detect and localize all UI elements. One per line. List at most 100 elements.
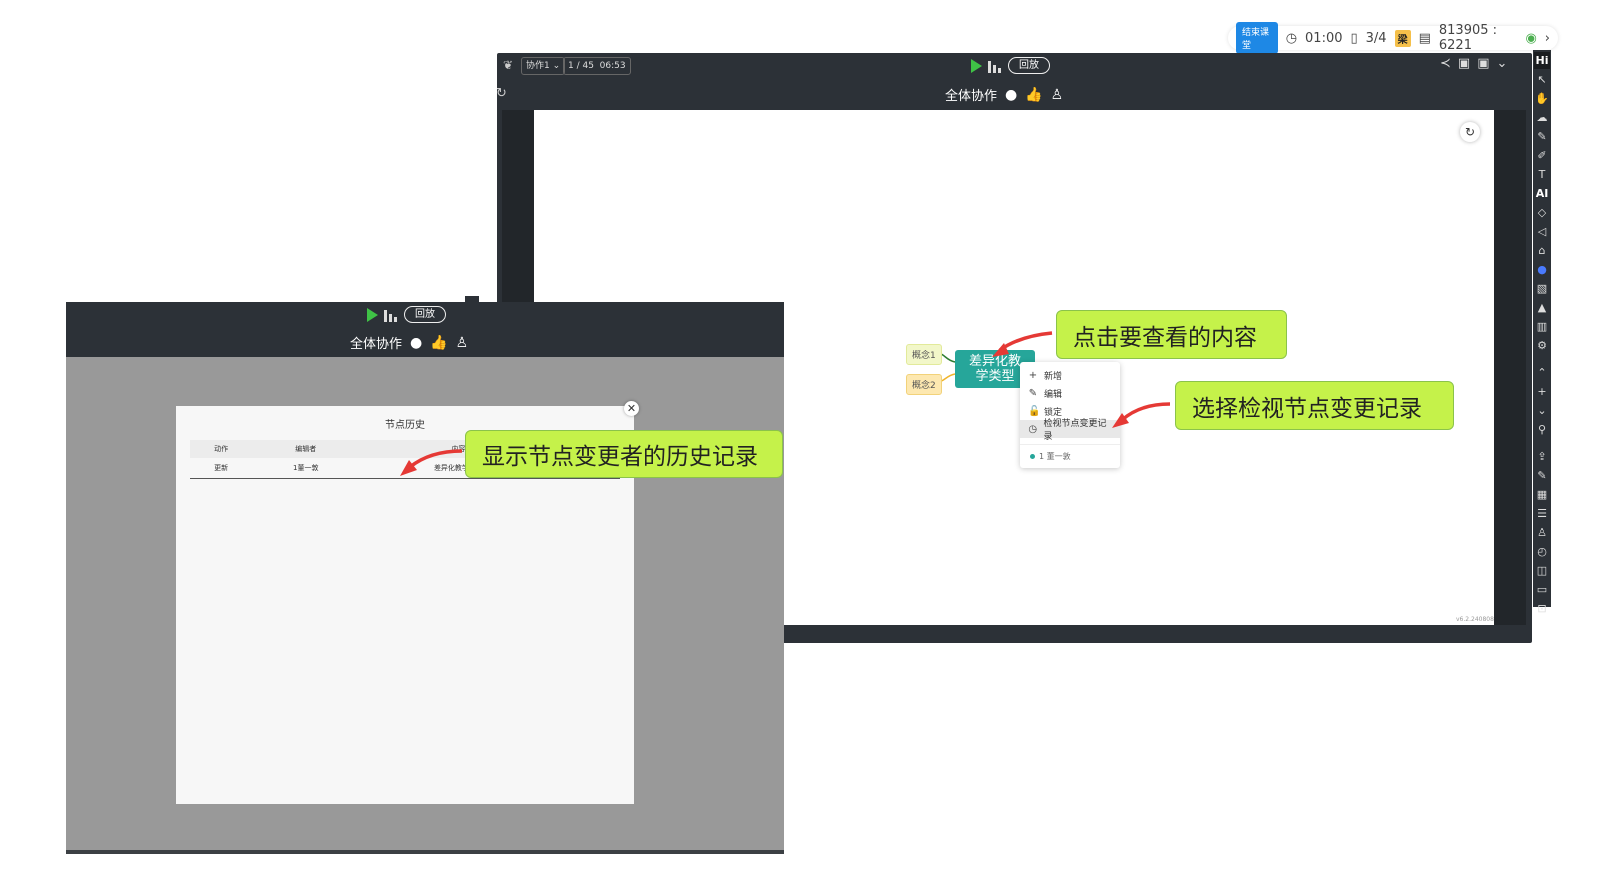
menu-item-view-history[interactable]: ◷检视节点变更记录 (1020, 419, 1120, 442)
class-code: 813905 : 6221 (1438, 23, 1498, 53)
image-icon[interactable]: ▧ (1536, 282, 1548, 295)
table-cell: 1董一敦 (252, 458, 360, 479)
brush-icon[interactable]: ✐ (1537, 149, 1547, 162)
callout-select-history: 选择检视节点变更记录 (1175, 381, 1454, 430)
menu-footer: 1 董一敦 (1020, 444, 1120, 464)
end-class-button[interactable]: 结束课堂 (1236, 22, 1278, 54)
export-icon[interactable]: ▣ (1457, 56, 1471, 71)
collab-dropdown[interactable]: 协作1 ⌄ (521, 57, 566, 75)
text-icon[interactable]: T (1538, 168, 1546, 181)
chevron-right-icon[interactable]: › (1544, 30, 1550, 46)
page-count: 3/4 (1365, 30, 1387, 46)
clock-icon: ◷ (1028, 423, 1038, 435)
collab-subbar: ↻ 全体协作 ● 👍 ♙ (496, 79, 1532, 109)
exit-icon[interactable]: ⊡ (1537, 602, 1547, 615)
logo-icon: ❦ (503, 58, 514, 72)
chart-icon[interactable]: ◫ (1536, 564, 1548, 577)
grade-badge: 梁 (1394, 29, 1411, 47)
arrow-head-icon (1112, 413, 1129, 428)
column-header: 动作 (190, 440, 253, 458)
node-context-menu: +新增 ✎编辑 🔓锁定 ◷检视节点变更记录 1 董一敦 (1020, 362, 1120, 468)
collapse-icon[interactable]: ⌄ (1496, 56, 1508, 71)
play-icon[interactable] (971, 58, 982, 73)
play-icon[interactable] (367, 307, 378, 322)
pointer-icon[interactable]: ↖ (1537, 73, 1547, 86)
dialog-title: 节点历史 (385, 420, 425, 431)
collab-title: 全体协作 (350, 337, 403, 352)
left-top-toolbar: 回放 (66, 302, 784, 324)
hand-icon[interactable]: ✋ (1535, 92, 1549, 105)
close-icon[interactable]: ✕ (624, 401, 639, 416)
user-icon[interactable]: ● (1005, 86, 1018, 103)
arrow-icon (408, 449, 463, 469)
arrow-icon (1120, 402, 1171, 422)
chevron-down-icon: ⌄ (552, 61, 561, 71)
canvas-refresh-icon[interactable]: ↻ (1460, 122, 1480, 142)
upload-icon[interactable]: ⇪ (1537, 450, 1547, 463)
bottom-edge (502, 625, 1526, 628)
lock-icon: 🔓 (1028, 405, 1041, 417)
page-icon: ▯ (1350, 30, 1358, 46)
screen-icon[interactable]: ▭ (1536, 583, 1548, 596)
side-toolbar: Hi ↖ ✋ ☁ ✎ ✐ T AI ◇ ◁ ⌂ ● ▧ ▲ ▥ ⚙ ⌃ + ⌄ … (1533, 50, 1551, 615)
stats-icon[interactable] (384, 308, 398, 322)
person-icon[interactable]: ♙ (1050, 86, 1064, 103)
window-notch (465, 296, 479, 302)
share-icon[interactable]: ≺ (1440, 56, 1451, 71)
mindmap-leaf-1[interactable]: 概念1 (906, 344, 942, 365)
left-collab-subbar: 全体协作 ● 👍 ♙ (66, 324, 784, 357)
color-wheel-icon[interactable]: ● (1537, 263, 1547, 276)
ai-button[interactable]: AI (1535, 187, 1549, 200)
version-label: v6.2.240808 (1456, 616, 1494, 623)
timer-icon[interactable]: ◴ (1537, 545, 1547, 558)
stamp-icon[interactable]: ⌂ (1538, 244, 1546, 257)
collab-title-group: 全体协作 ● 👍 ♙ (350, 333, 469, 353)
refresh-icon[interactable]: ↻ (496, 86, 507, 101)
mindmap-leaf-2[interactable]: 概念2 (906, 374, 942, 395)
menu-item-add[interactable]: +新增 (1028, 369, 1063, 382)
right-gutter (1494, 110, 1526, 625)
replay-button[interactable]: 回放 (1008, 57, 1050, 74)
status-bar: 结束课堂 ◷ 01:00 ▯ 3/4 梁 ▤ 813905 : 6221 ◉ › (1228, 22, 1558, 54)
code-icon: ▤ (1418, 30, 1431, 46)
list-icon[interactable]: ☰ (1537, 507, 1547, 520)
eraser-icon[interactable]: ◇ (1537, 206, 1547, 219)
tag-icon[interactable]: ✎ (1537, 469, 1547, 482)
person-icon[interactable]: ♙ (455, 334, 469, 351)
search-icon[interactable]: ⚲ (1537, 423, 1547, 436)
thumbs-up-icon[interactable]: 👍 (430, 334, 448, 351)
chevron-down-icon[interactable]: ⌄ (1537, 404, 1547, 417)
hi-button[interactable]: Hi (1534, 52, 1550, 69)
user-dot-icon (1030, 454, 1035, 459)
stats-icon[interactable] (988, 59, 1002, 73)
arrow-head-icon (992, 343, 1009, 357)
zoom-in-icon[interactable]: + (1537, 385, 1547, 398)
user-icon[interactable]: ● (410, 334, 423, 351)
arrow-icon (998, 331, 1053, 352)
collab-title: 全体协作 (945, 89, 998, 104)
signal-icon: ◉ (1525, 30, 1537, 46)
camera-icon[interactable]: ▲ (1537, 301, 1547, 314)
pencil-icon: ✎ (1028, 387, 1038, 399)
shape-icon[interactable]: ◁ (1537, 225, 1547, 238)
collab-title-group: 全体协作 ● 👍 ♙ (945, 85, 1064, 105)
pen-icon[interactable]: ✎ (1537, 130, 1547, 143)
column-header: 编辑者 (252, 440, 360, 458)
menu-item-edit[interactable]: ✎编辑 (1028, 387, 1063, 400)
cloud-icon[interactable]: ☁ (1536, 111, 1548, 124)
plus-icon: + (1028, 369, 1038, 381)
page-info: 1 / 45 06:53 (563, 57, 631, 75)
grid-icon[interactable]: ▦ (1536, 488, 1548, 501)
menu-item-lock[interactable]: 🔓锁定 (1028, 405, 1063, 418)
settings-icon[interactable]: ⚙ (1537, 339, 1547, 352)
replay-button[interactable]: 回放 (404, 306, 446, 323)
clock-icon: ◷ (1285, 30, 1298, 46)
window-icon[interactable]: ▣ (1477, 56, 1490, 71)
timer: 01:00 (1305, 30, 1343, 46)
chevron-up-icon[interactable]: ⌃ (1537, 366, 1547, 379)
thumbs-up-icon[interactable]: 👍 (1025, 86, 1043, 103)
trash-icon[interactable]: ▥ (1536, 320, 1548, 333)
person-icon[interactable]: ♙ (1537, 526, 1547, 539)
table-cell: 更新 (190, 458, 253, 479)
